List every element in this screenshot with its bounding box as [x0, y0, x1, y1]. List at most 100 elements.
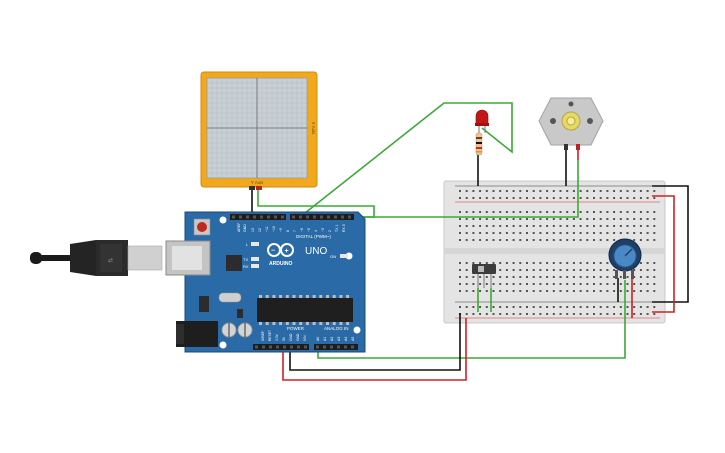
breadboard-hole[interactable] — [579, 269, 582, 271]
breadboard-hole[interactable] — [559, 290, 562, 292]
breadboard-hole[interactable] — [459, 306, 461, 308]
breadboard-hole[interactable] — [459, 239, 461, 241]
breadboard-hole[interactable] — [646, 232, 649, 234]
breadboard-hole[interactable] — [479, 225, 482, 227]
breadboard-hole[interactable] — [459, 290, 461, 292]
breadboard-hole[interactable] — [566, 262, 569, 264]
breadboard-hole[interactable] — [639, 225, 642, 227]
breadboard-hole[interactable] — [626, 283, 629, 285]
breadboard-hole[interactable] — [505, 190, 508, 192]
breadboard-hole[interactable] — [512, 262, 515, 264]
breadboard-hole[interactable] — [586, 225, 589, 227]
breadboard-hole[interactable] — [633, 283, 636, 285]
breadboard-hole[interactable] — [526, 306, 528, 308]
breadboard-hole[interactable] — [639, 197, 642, 199]
breadboard-hole[interactable] — [519, 276, 522, 278]
breadboard-hole[interactable] — [505, 218, 508, 220]
breadboard-hole[interactable] — [572, 306, 575, 308]
breadboard-hole[interactable] — [593, 211, 595, 213]
breadboard-hole[interactable] — [532, 232, 535, 234]
breadboard-hole[interactable] — [512, 232, 515, 234]
breadboard-hole[interactable] — [572, 190, 575, 192]
breadboard-hole[interactable] — [559, 239, 562, 241]
breadboard-hole[interactable] — [579, 283, 582, 285]
breadboard-hole[interactable] — [472, 262, 475, 264]
breadboard-hole[interactable] — [552, 290, 555, 292]
breadboard-hole[interactable] — [526, 276, 528, 278]
breadboard-hole[interactable] — [572, 313, 575, 315]
breadboard-hole[interactable] — [465, 232, 468, 234]
breadboard-hole[interactable] — [613, 197, 616, 199]
breadboard-hole[interactable] — [606, 306, 609, 308]
breadboard-hole[interactable] — [459, 232, 461, 234]
touch-panel-pin-1[interactable] — [249, 186, 255, 190]
breadboard-hole[interactable] — [599, 313, 602, 315]
breadboard-hole[interactable] — [606, 262, 609, 264]
breadboard-hole[interactable] — [572, 197, 575, 199]
breadboard-hole[interactable] — [499, 218, 502, 220]
breadboard-hole[interactable] — [593, 197, 595, 199]
touch-panel[interactable]: X Axis Y Axis — [200, 71, 318, 190]
breadboard-hole[interactable] — [572, 269, 575, 271]
breadboard-hole[interactable] — [479, 290, 482, 292]
breadboard-hole[interactable] — [613, 290, 616, 292]
breadboard-hole[interactable] — [519, 218, 522, 220]
breadboard-hole[interactable] — [499, 290, 502, 292]
breadboard-hole[interactable] — [626, 290, 629, 292]
breadboard-hole[interactable] — [626, 232, 629, 234]
breadboard-hole[interactable] — [599, 225, 602, 227]
breadboard-hole[interactable] — [485, 276, 488, 278]
breadboard-hole[interactable] — [499, 225, 502, 227]
breadboard-hole[interactable] — [552, 197, 555, 199]
breadboard-hole[interactable] — [512, 211, 515, 213]
breadboard-hole[interactable] — [459, 190, 461, 192]
breadboard-hole[interactable] — [626, 218, 629, 220]
breadboard-hole[interactable] — [465, 269, 468, 271]
breadboard-hole[interactable] — [519, 232, 522, 234]
breadboard-hole[interactable] — [552, 225, 555, 227]
breadboard-hole[interactable] — [633, 218, 636, 220]
dc-motor[interactable] — [538, 97, 604, 150]
breadboard-hole[interactable] — [552, 190, 555, 192]
breadboard-hole[interactable] — [505, 290, 508, 292]
breadboard-hole[interactable] — [633, 276, 636, 278]
breadboard-hole[interactable] — [526, 197, 528, 199]
breadboard-hole[interactable] — [552, 218, 555, 220]
breadboard-hole[interactable] — [593, 262, 595, 264]
breadboard-hole[interactable] — [492, 197, 495, 199]
breadboard-hole[interactable] — [539, 262, 542, 264]
breadboard-hole[interactable] — [526, 190, 528, 192]
breadboard-hole[interactable] — [479, 313, 482, 315]
breadboard-hole[interactable] — [539, 290, 542, 292]
breadboard-hole[interactable] — [499, 269, 502, 271]
breadboard-hole[interactable] — [646, 225, 649, 227]
breadboard-hole[interactable] — [459, 276, 461, 278]
breadboard-hole[interactable] — [579, 232, 582, 234]
breadboard-hole[interactable] — [526, 239, 528, 241]
breadboard-hole[interactable] — [566, 197, 569, 199]
breadboard-hole[interactable] — [485, 197, 488, 199]
breadboard-hole[interactable] — [465, 276, 468, 278]
breadboard-hole[interactable] — [505, 225, 508, 227]
breadboard-hole[interactable] — [593, 283, 595, 285]
breadboard-hole[interactable] — [465, 239, 468, 241]
resistor[interactable] — [475, 132, 483, 156]
breadboard-hole[interactable] — [465, 283, 468, 285]
breadboard-hole[interactable] — [633, 190, 636, 192]
breadboard-hole[interactable] — [579, 211, 582, 213]
breadboard-hole[interactable] — [532, 269, 535, 271]
breadboard-hole[interactable] — [546, 313, 549, 315]
breadboard-hole[interactable] — [492, 290, 495, 292]
breadboard-hole[interactable] — [472, 197, 475, 199]
breadboard-hole[interactable] — [499, 190, 502, 192]
breadboard-hole[interactable] — [559, 218, 562, 220]
breadboard-hole[interactable] — [499, 262, 502, 264]
breadboard-hole[interactable] — [633, 211, 636, 213]
breadboard-hole[interactable] — [492, 306, 495, 308]
breadboard-hole[interactable] — [499, 313, 502, 315]
breadboard-hole[interactable] — [485, 313, 488, 315]
breadboard-hole[interactable] — [593, 269, 595, 271]
breadboard-hole[interactable] — [653, 239, 656, 241]
breadboard-hole[interactable] — [613, 239, 616, 241]
breadboard-hole[interactable] — [539, 232, 542, 234]
